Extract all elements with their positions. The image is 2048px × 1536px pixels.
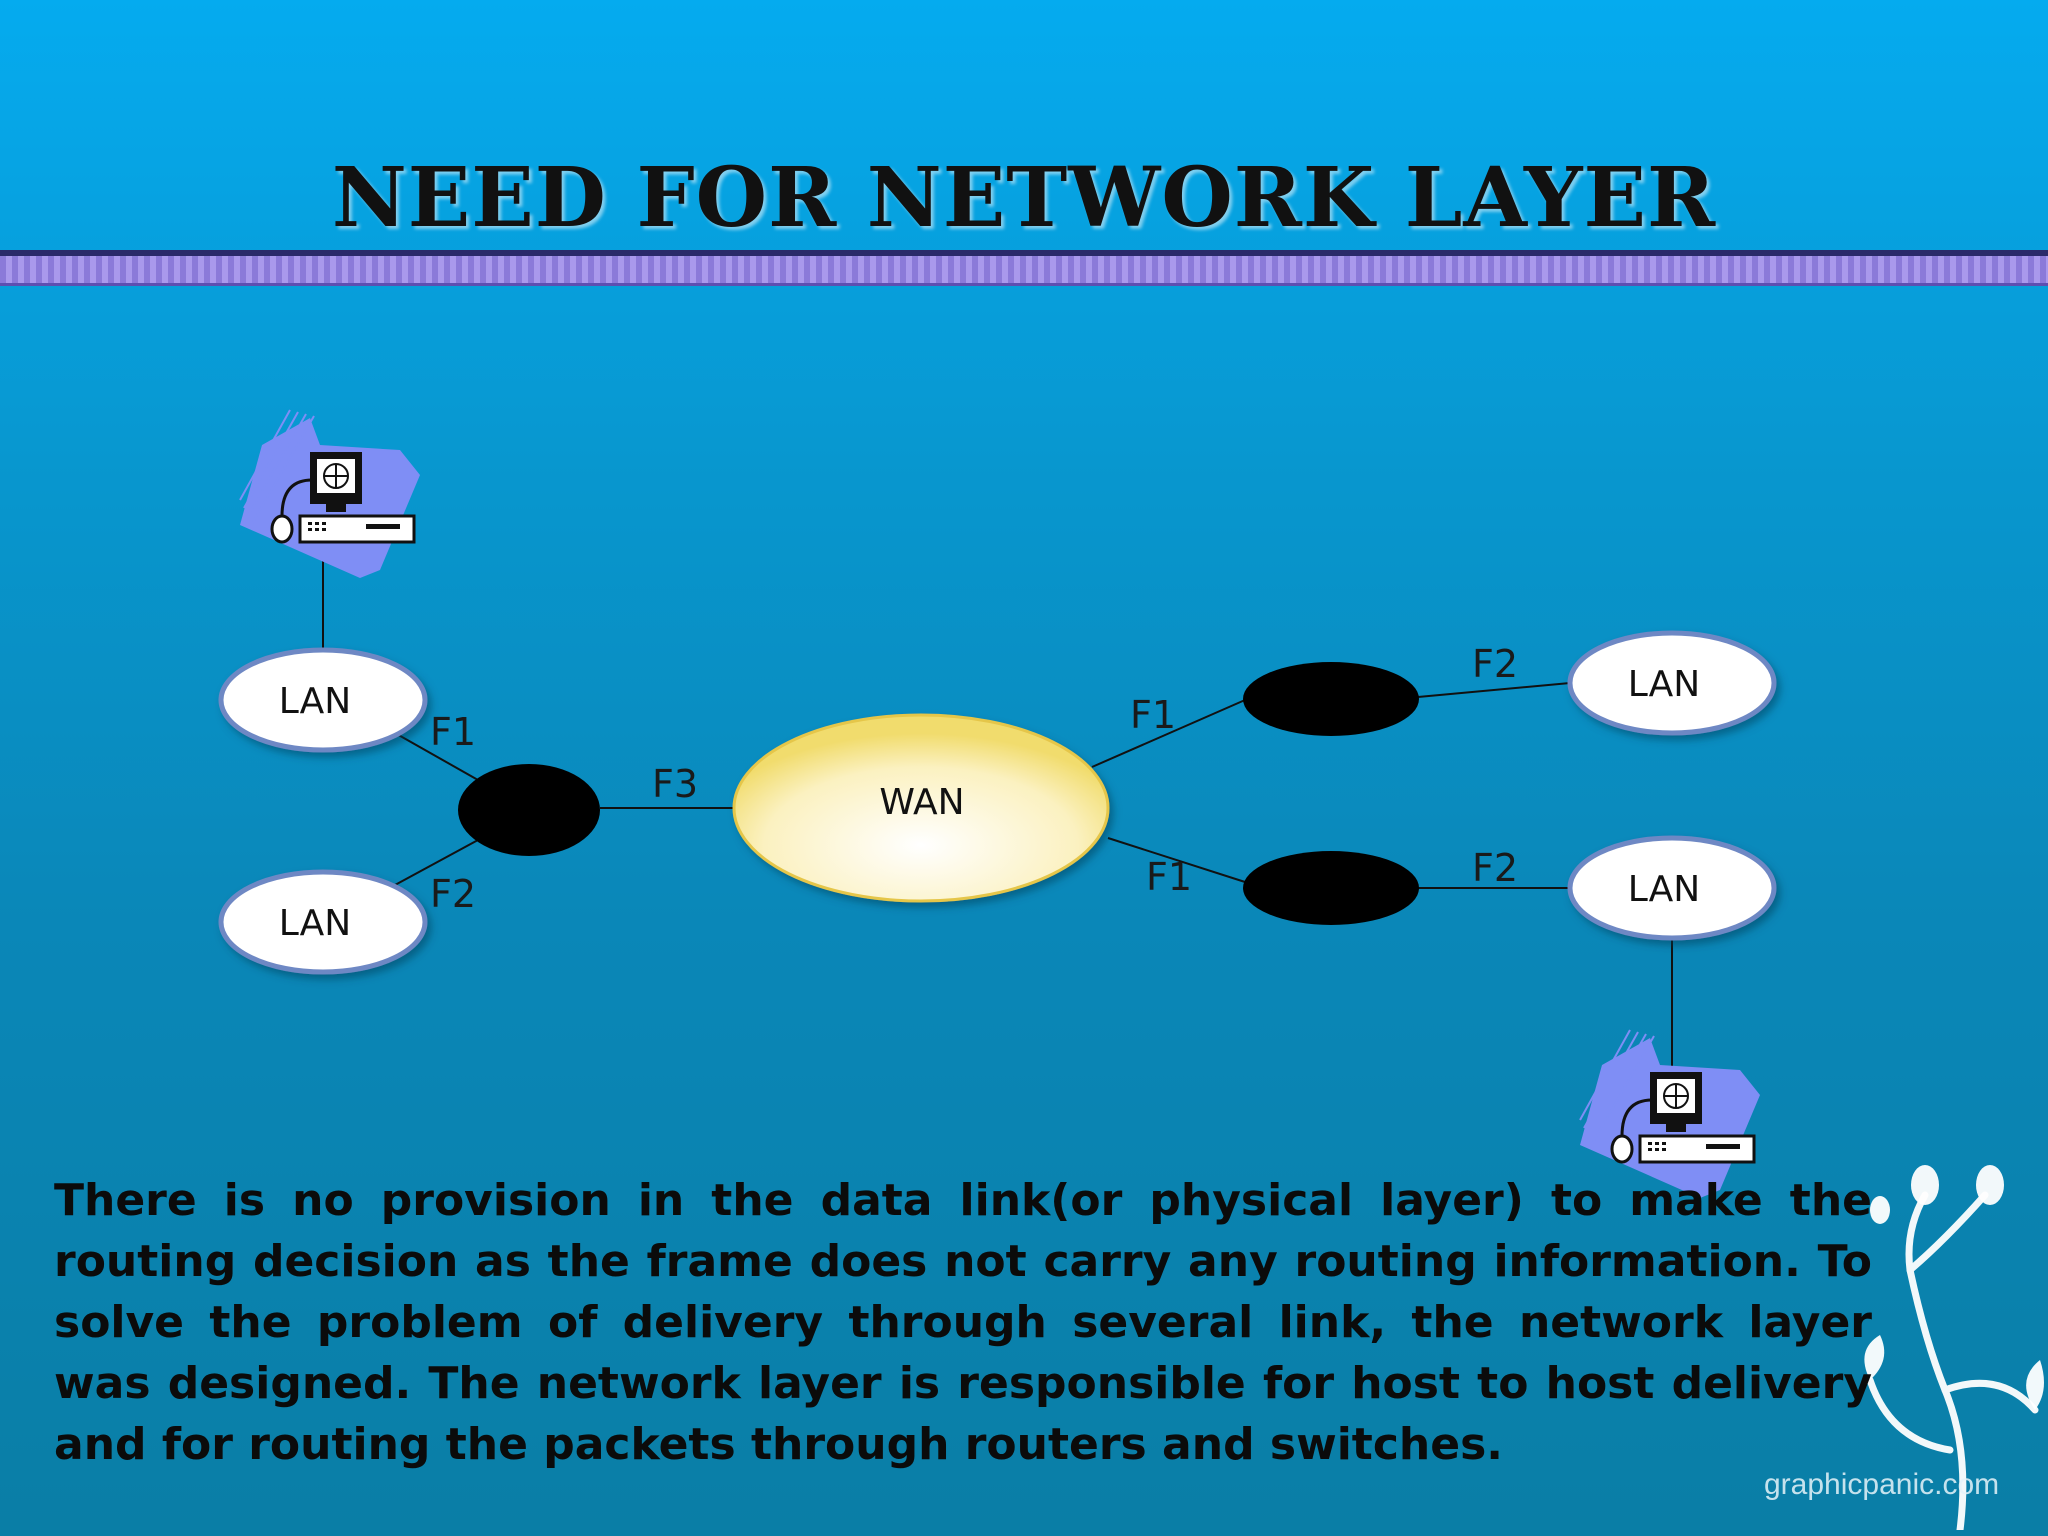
lan-node-top-left: LAN xyxy=(218,647,428,753)
line-lan-bl-router xyxy=(394,839,479,886)
lan-label: LAN xyxy=(279,681,351,722)
line-lan-tl-router xyxy=(394,732,479,781)
wan-node: WAN xyxy=(732,713,1110,903)
lan-node-bottom-left: LAN xyxy=(218,869,428,975)
slide-title: NEED FOR NETWORK LAYER xyxy=(331,150,1717,246)
link-label: F1 xyxy=(430,710,476,754)
link-label: F1 xyxy=(1146,855,1192,899)
line-router-tr-lan xyxy=(1417,682,1571,698)
computer-icon xyxy=(239,409,420,578)
connection-lines xyxy=(322,545,1673,1070)
lan-label: LAN xyxy=(279,903,351,944)
lan-label: LAN xyxy=(1628,664,1700,705)
title-divider xyxy=(0,250,2048,286)
link-label: F2 xyxy=(1472,642,1518,686)
lan-label: LAN xyxy=(1628,869,1700,910)
link-label: F1 xyxy=(1130,693,1176,737)
wan-label: WAN xyxy=(879,782,964,823)
link-label: F3 xyxy=(652,762,698,806)
lan-node-top-right: LAN xyxy=(1567,630,1777,736)
router-top-right xyxy=(1243,662,1419,736)
line-wan-router-br xyxy=(1107,837,1246,883)
decorative-flower-icon xyxy=(1864,1165,2044,1530)
computer-icon xyxy=(1579,1029,1760,1198)
link-label: F2 xyxy=(430,872,476,916)
lan-node-bottom-right: LAN xyxy=(1567,835,1777,941)
link-label: F2 xyxy=(1472,846,1518,890)
router-left xyxy=(458,764,600,856)
router-bottom-right xyxy=(1243,851,1419,925)
description-text: There is no provision in the data link(o… xyxy=(54,1175,1872,1470)
line-wan-router-tr xyxy=(1091,699,1246,768)
watermark-text: graphicpanic.com xyxy=(1764,1468,2000,1501)
